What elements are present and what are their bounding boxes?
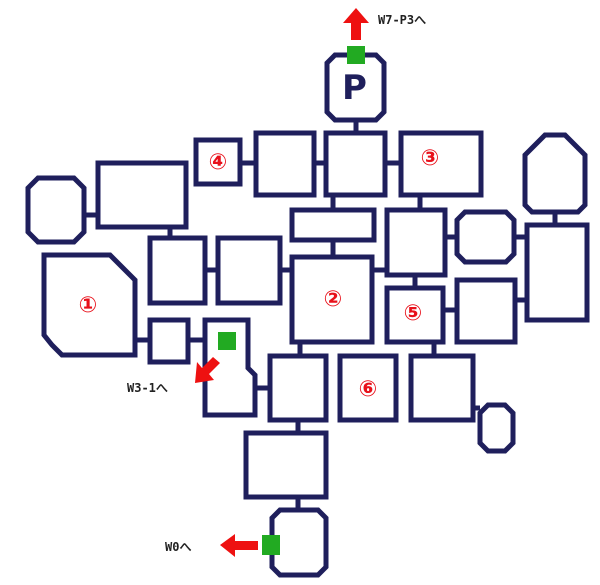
room-number-6: ⑥ (359, 377, 378, 402)
warp-marker-left (218, 332, 236, 350)
room-bottom-mid (243, 430, 329, 500)
room-tower (522, 132, 588, 215)
room-corridor (289, 207, 377, 243)
room-number-5: ⑤ (404, 301, 423, 326)
room-bottom-exit (269, 507, 329, 578)
portal-label: P (342, 68, 367, 108)
room-left-top (95, 160, 189, 230)
room-5 (384, 285, 446, 345)
exit-label-left: W3-1へ (127, 381, 168, 395)
room-6 (337, 353, 399, 423)
room-number-3: ③ (421, 146, 440, 171)
room-portal (324, 52, 387, 123)
arrow-down-left-icon (195, 357, 220, 383)
room-small-left (147, 317, 191, 365)
room-small-round (477, 402, 516, 454)
room-lower-right (408, 353, 476, 423)
warp-marker-bottom (262, 535, 280, 555)
exit-label-top: W7-P3へ (378, 13, 426, 27)
arrow-left-icon (220, 534, 258, 557)
room-mid-right (384, 207, 448, 278)
room-far-right (524, 222, 590, 323)
rooms: P (25, 52, 590, 578)
room-number-4: ④ (209, 150, 228, 175)
room-number-2: ② (324, 287, 343, 312)
room-1 (41, 252, 138, 358)
room-left-round (25, 175, 87, 245)
room-round-right (454, 209, 517, 265)
room-numbers: ① ② ③ ④ ⑤ ⑥ (79, 146, 440, 402)
room-exit-left (202, 317, 258, 418)
room-mid-left-b (215, 235, 283, 306)
exit-label-bottom: W0へ (165, 540, 191, 554)
warp-marker-top (347, 46, 365, 64)
exit-labels: W7-P3へ W3-1へ W0へ (127, 13, 426, 554)
room-mid-left-a (147, 235, 208, 306)
room-4 (193, 137, 243, 187)
room-lower-center (267, 353, 329, 423)
warp-markers (218, 46, 365, 555)
room-right-mid (454, 277, 518, 345)
arrow-up-icon (343, 8, 369, 40)
exit-arrows (195, 8, 369, 557)
room-top-b (323, 130, 388, 198)
room-number-1: ① (79, 293, 98, 318)
room-2 (289, 254, 375, 345)
room-top-a (253, 130, 317, 198)
room-3 (398, 130, 484, 198)
